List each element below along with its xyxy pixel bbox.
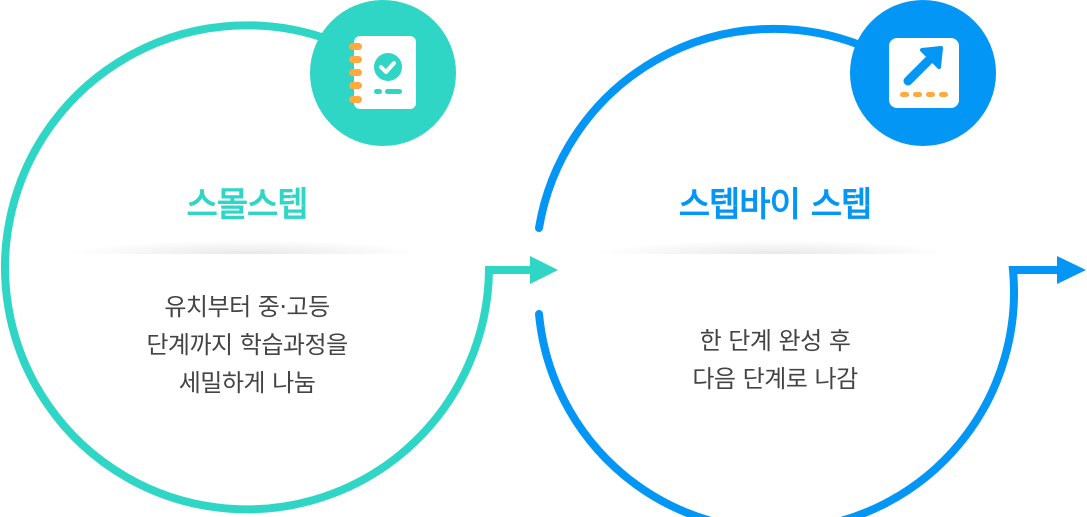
- step-by-step-description: 한 단계 완성 후 다음 단계로 나감: [575, 322, 975, 398]
- notebook-check-icon: [310, 0, 456, 146]
- small-step-description: 유치부터 중·고등 단계까지 학습과정을 세밀하게 나눔: [47, 288, 447, 402]
- title-divider: [67, 240, 427, 254]
- description-line: 한 단계 완성 후: [699, 327, 851, 355]
- description-line: 세밀하게 나눔: [178, 369, 316, 397]
- step-by-step-title: 스텝바이 스텝: [678, 185, 873, 225]
- small-step-arc: [1, 21, 530, 514]
- title-divider: [595, 240, 955, 254]
- small-step-title: 스몰스텝: [186, 185, 308, 225]
- step-by-step-arc-top: [535, 24, 864, 232]
- description-line: 유치부터 중·고등: [164, 293, 330, 321]
- step-by-step-arrowhead: [1057, 256, 1086, 284]
- description-line: 다음 단계로 나감: [692, 365, 858, 393]
- description-line: 단계까지 학습과정을: [146, 331, 348, 359]
- arrow-up-right-icon: [850, 0, 996, 146]
- step-by-step-arc-bottom: [535, 266, 1062, 517]
- small-step-arrowhead: [530, 256, 558, 284]
